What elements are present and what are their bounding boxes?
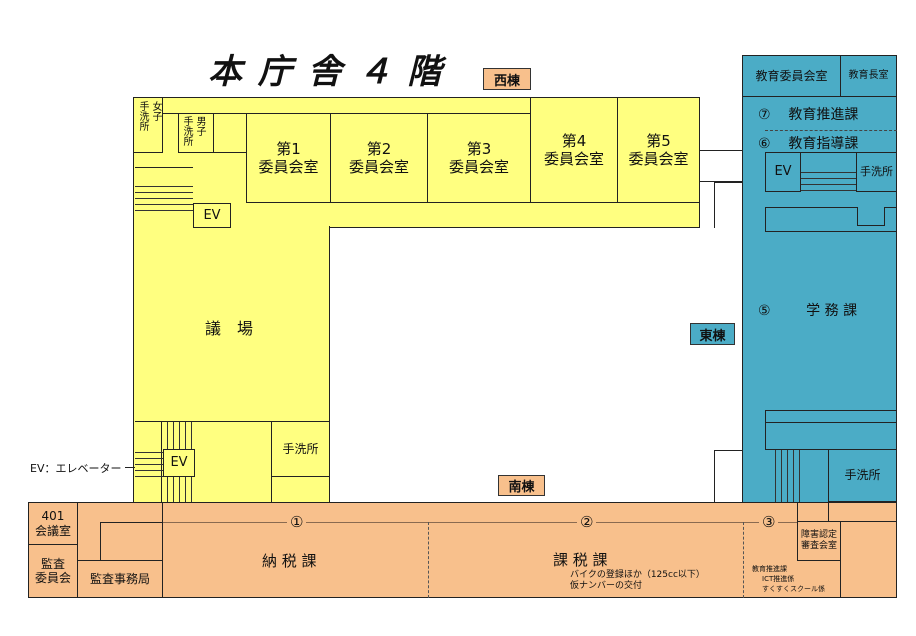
connector <box>700 150 742 182</box>
west-wing-label: 西棟 <box>483 68 531 90</box>
restroom-label: 手洗所 <box>282 441 319 456</box>
division-2-note-1: バイクの登録ほか（125cc以下） <box>570 570 705 580</box>
division-number: ⑦ <box>758 107 771 123</box>
restroom-sex-label: 男子 <box>194 116 205 136</box>
room-number: 第2 <box>366 140 392 158</box>
stairs <box>135 181 193 213</box>
stairs <box>801 167 857 191</box>
ev-label: EV <box>774 164 792 180</box>
restroom: 手洗所 <box>828 449 897 502</box>
room-number: 第1 <box>276 140 301 158</box>
division-3-line-3: すくすくスクール係 <box>762 585 825 593</box>
wing-label: 西棟 <box>493 73 520 89</box>
east-wing <box>742 55 897 502</box>
elevator: EV <box>193 203 231 228</box>
wing-label: 南棟 <box>508 480 535 495</box>
division-2-number: ② <box>577 513 597 531</box>
division-number: ⑤ <box>758 303 771 319</box>
division-name: 教育推進課 <box>788 107 859 123</box>
restroom: 手洗所 <box>271 421 330 477</box>
division-2-note-2: 仮ナンバーの交付 <box>570 581 643 591</box>
superintendent-room: 教育長室 <box>840 55 897 97</box>
restroom-women: 手洗所 女子 <box>133 97 163 153</box>
elevator: EV <box>163 449 195 477</box>
division-7: ⑦ 教育推進課 <box>758 104 858 124</box>
division-2: 課 税 課 <box>553 551 608 569</box>
disability-review-room: 障害認定審査会室 <box>797 521 841 561</box>
room-name: 委員会室 <box>628 150 689 168</box>
room-number: 第5 <box>646 132 671 150</box>
room-name: 教育長室 <box>848 70 889 81</box>
division-6: ⑥ 教育指導課 <box>758 133 858 153</box>
wing-label: 東棟 <box>699 328 726 344</box>
restroom-label: 手洗所 <box>844 468 881 483</box>
room-number: 401 <box>41 509 65 524</box>
division-5: ⑤ 学 務 課 <box>758 300 857 320</box>
stairs <box>770 450 800 502</box>
audit-office: 監査事務局 <box>77 560 163 598</box>
room-name: 障害認定 <box>800 530 837 541</box>
room-name: 委員会室 <box>543 150 604 168</box>
south-wing <box>28 502 897 598</box>
audit-committee-room: 監査委員会 <box>28 544 78 598</box>
restroom: 手洗所 <box>856 152 897 192</box>
division-3-line-2: ICT推進係 <box>762 575 795 583</box>
division-name: 教育指導課 <box>788 136 859 152</box>
elevator: EV <box>765 152 801 192</box>
room-name: 委員会 <box>34 571 71 585</box>
assembly-hall: 議 場 <box>205 319 254 338</box>
room-name: 審査会室 <box>800 541 837 551</box>
division-number: ⑥ <box>758 136 771 152</box>
restroom-men: 手洗所 男子 <box>178 113 214 153</box>
room-name: 会議室 <box>34 523 71 538</box>
stairs <box>135 447 163 477</box>
room-name: 監査 <box>40 556 65 571</box>
east-wing-label: 東棟 <box>690 323 735 345</box>
restroom-label: 手洗所 <box>860 165 893 179</box>
restroom-sex-label: 女子 <box>150 101 161 121</box>
division-3-line-1: 教育推進課 <box>752 565 787 573</box>
room-name: 委員会室 <box>448 158 509 176</box>
room-name: 委員会室 <box>348 158 409 176</box>
room-number: 第3 <box>466 140 492 158</box>
education-board-room: 教育委員会室 <box>742 55 841 97</box>
page-title: 本 庁 舎 ４ 階 <box>208 52 444 92</box>
room-name: 監査事務局 <box>89 571 150 586</box>
room-name: 教育委員会室 <box>755 68 828 83</box>
room-name: 委員会室 <box>258 158 319 176</box>
division-1-number: ① <box>287 513 307 531</box>
division-1: 納 税 課 <box>262 552 317 570</box>
room-number: 第4 <box>561 132 587 150</box>
restroom-label: 手洗所 <box>137 101 148 131</box>
ev-legend: EV：エレベーター <box>30 462 122 475</box>
ev-label: EV <box>203 207 221 223</box>
south-wing-label: 南棟 <box>498 475 545 496</box>
division-name: 学 務 課 <box>806 303 858 319</box>
ev-label: EV <box>170 455 188 471</box>
division-3-number: ③ <box>759 513 779 531</box>
restroom-label: 手洗所 <box>181 116 192 146</box>
